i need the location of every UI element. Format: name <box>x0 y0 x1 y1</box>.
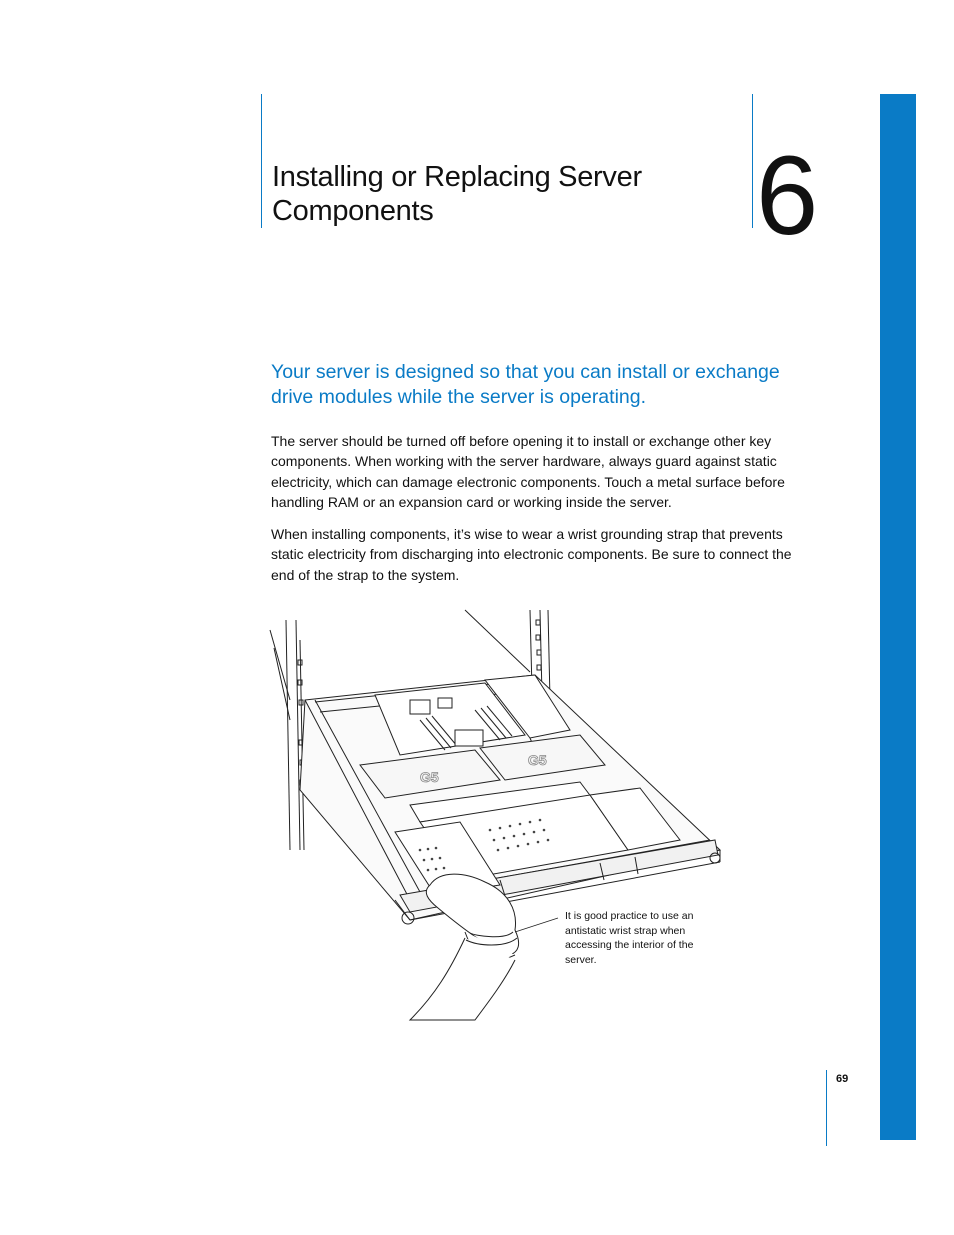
processor-cover: G5 <box>359 749 501 799</box>
processor-cover: G5 <box>479 734 606 781</box>
rack-rail-left <box>269 619 305 851</box>
paragraph: The server should be turned off before o… <box>271 433 785 510</box>
chapter-number-rule <box>752 94 753 228</box>
hand-with-wrist-strap <box>408 873 559 1021</box>
processor-label: G5 <box>528 752 547 768</box>
chapter-title: Installing or Replacing Server Component… <box>272 161 642 227</box>
drive-bays <box>394 787 681 896</box>
chapter-number: 6 <box>756 133 819 258</box>
figure-caption: It is good practice to use an antistatic… <box>565 910 694 966</box>
chapter-tab <box>880 94 916 1140</box>
title-rule <box>261 94 262 228</box>
logic-board <box>374 682 526 756</box>
vent-holes <box>418 818 550 872</box>
page-number: 69 <box>836 1073 849 1085</box>
paragraph: When installing components, it’s wise to… <box>271 526 792 583</box>
server-illustration: G5 G5 <box>269 609 722 1021</box>
intro-text: Your server is designed so that you can … <box>271 361 780 408</box>
page-number-rule <box>826 1070 827 1146</box>
processor-label: G5 <box>420 769 439 785</box>
